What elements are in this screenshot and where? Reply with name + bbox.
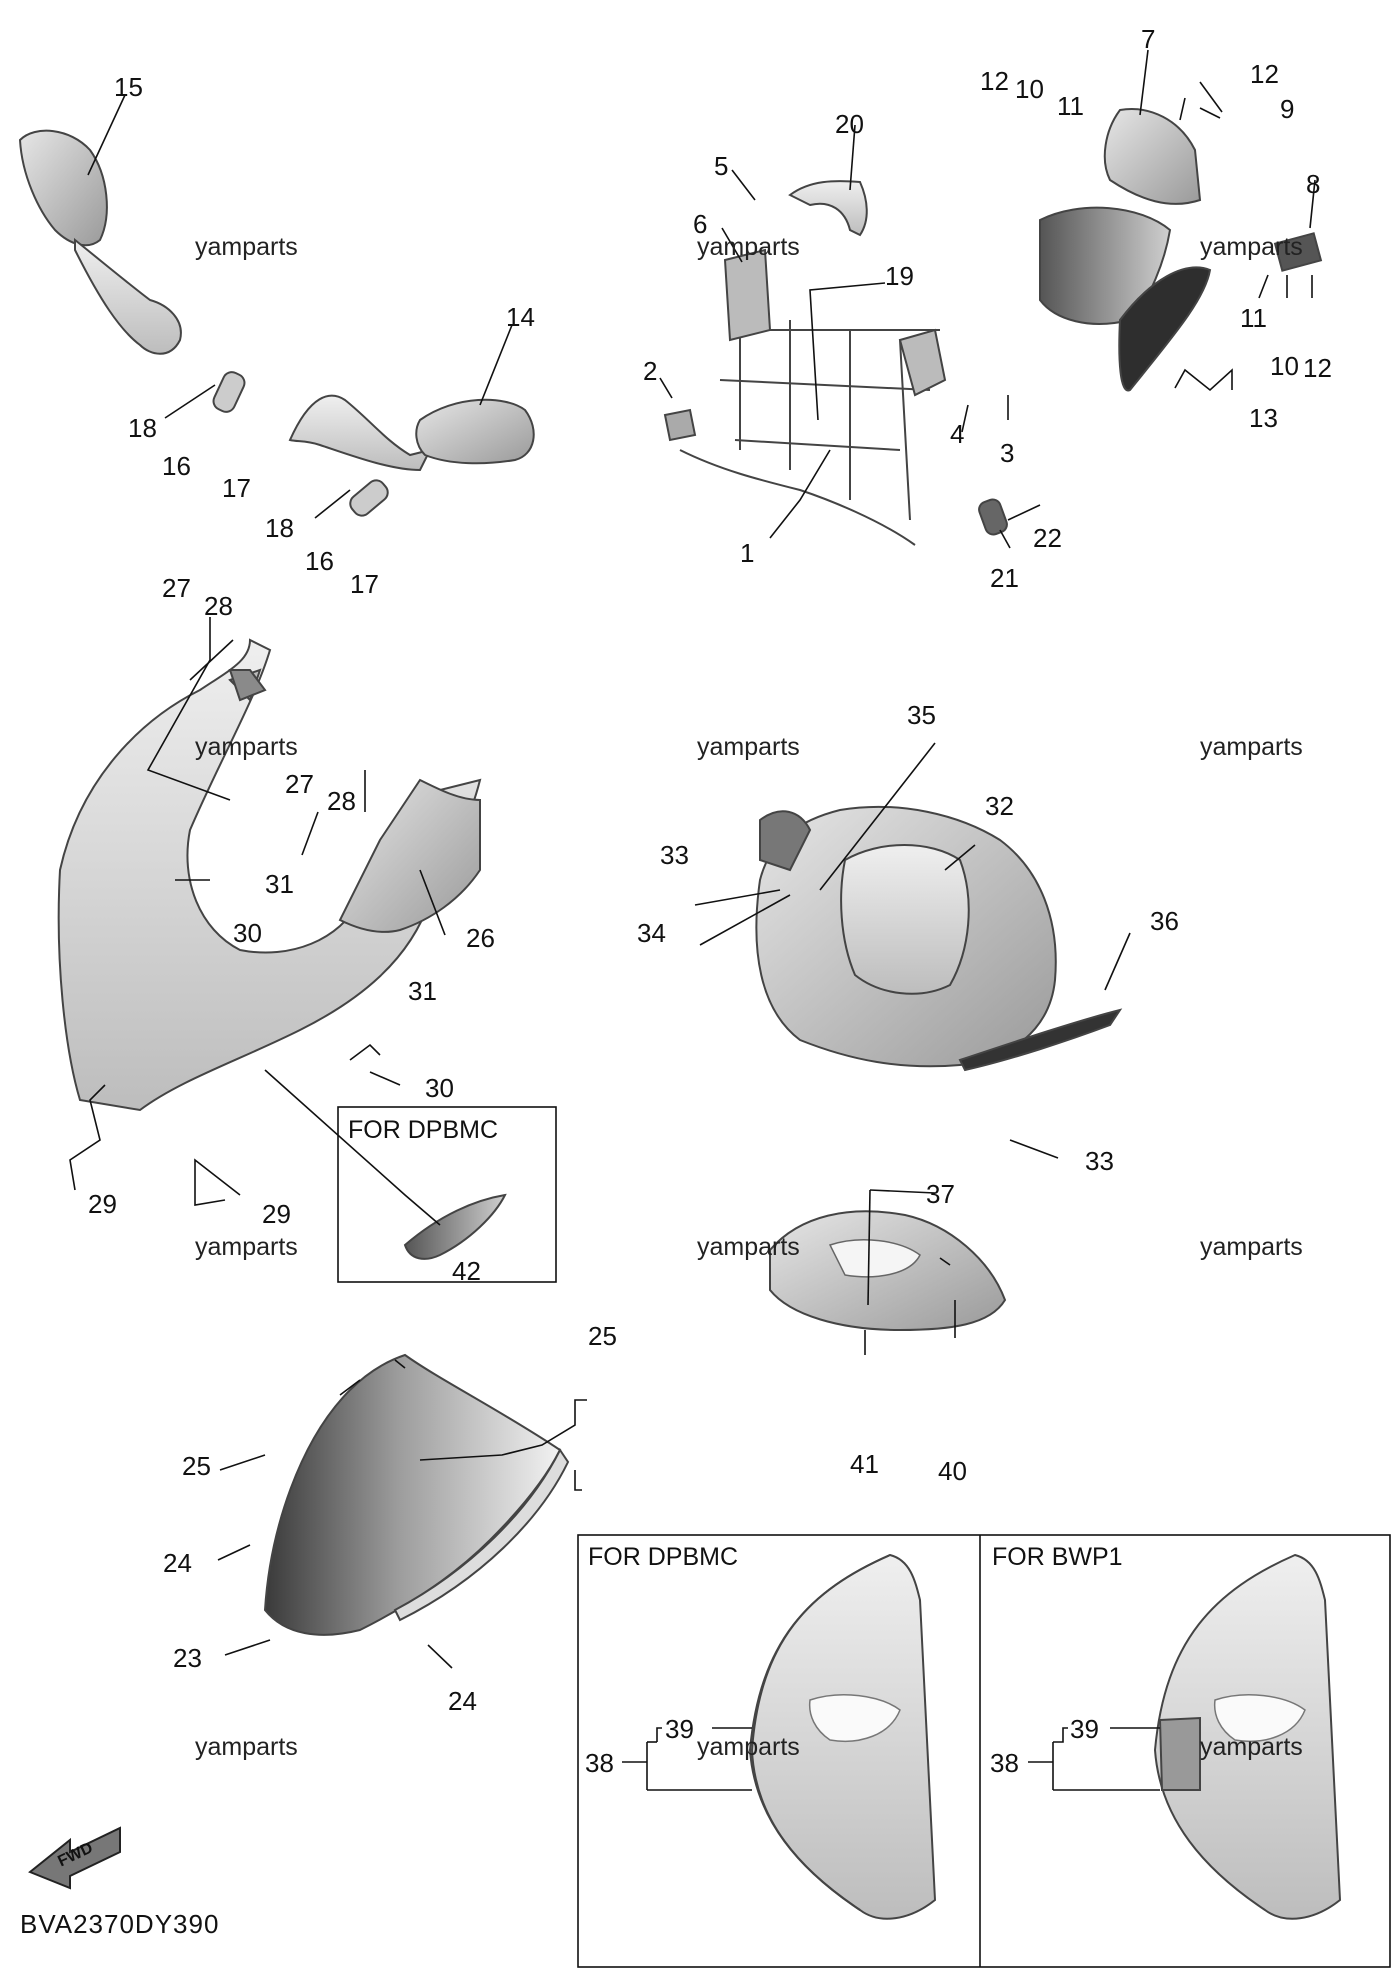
callout-12: 12 xyxy=(1250,59,1279,89)
callout-18: 18 xyxy=(128,413,157,443)
callout-19: 19 xyxy=(885,261,914,291)
callout-29: 29 xyxy=(88,1189,117,1219)
callout-16: 16 xyxy=(162,451,191,481)
watermark: yamparts xyxy=(697,1733,800,1761)
callout-9: 9 xyxy=(1280,94,1294,124)
inset-box-dpbmc-title: FOR DPBMC xyxy=(588,1543,738,1571)
lower-cover-cutout xyxy=(828,1239,921,1278)
callout-21: 21 xyxy=(990,563,1019,593)
callout-23: 23 xyxy=(173,1643,202,1673)
callout-4: 4 xyxy=(950,419,964,449)
callout-38: 38 xyxy=(585,1748,614,1778)
callout-28: 28 xyxy=(204,591,233,621)
callout-11: 11 xyxy=(1240,303,1267,333)
watermark: yamparts xyxy=(1200,1233,1303,1261)
callout-14: 14 xyxy=(506,302,535,332)
callout-42: 42 xyxy=(452,1256,481,1286)
callout-3: 3 xyxy=(1000,438,1014,468)
watermark: yamparts xyxy=(1200,733,1303,761)
callout-2: 2 xyxy=(643,356,657,386)
inset-box-dpbmc-42-title: FOR DPBMC xyxy=(348,1116,498,1144)
callout-24: 24 xyxy=(448,1686,477,1716)
callout-30: 30 xyxy=(425,1073,454,1103)
callout-17: 17 xyxy=(350,569,379,599)
callout-16: 16 xyxy=(305,546,334,576)
callout-10: 10 xyxy=(1270,351,1299,381)
callout-6: 6 xyxy=(693,209,707,239)
mirror-bracket-plate xyxy=(212,371,389,517)
callout-35: 35 xyxy=(907,700,936,730)
callout-25: 25 xyxy=(588,1321,617,1351)
diagram-code: BVA2370DY390 xyxy=(20,1909,219,1939)
watermark: yamparts xyxy=(195,233,298,261)
cowling-stay-bracket xyxy=(663,248,947,546)
callout-39: 39 xyxy=(1070,1714,1099,1744)
callout-11: 11 xyxy=(1057,91,1084,121)
watermark: yamparts xyxy=(1200,1733,1303,1761)
inner-panel-7 xyxy=(1039,108,1323,392)
leader-lines xyxy=(69,49,1316,1669)
watermark: yamparts xyxy=(697,733,800,761)
callout-20: 20 xyxy=(835,109,864,139)
watermark: yamparts xyxy=(195,1233,298,1261)
bracket-lines-bottom xyxy=(622,1727,1160,1791)
callout-28: 28 xyxy=(327,786,356,816)
damper-21 xyxy=(978,498,1008,536)
callout-17: 17 xyxy=(222,473,251,503)
callout-31: 31 xyxy=(265,869,294,899)
callout-26: 26 xyxy=(466,923,495,953)
callout-38: 38 xyxy=(990,1748,1019,1778)
callout-27: 27 xyxy=(285,769,314,799)
callout-8: 8 xyxy=(1306,169,1320,199)
inner-cowling-32 xyxy=(755,805,1123,1072)
callout-34: 34 xyxy=(637,918,666,948)
callout-31: 31 xyxy=(408,976,437,1006)
callout-15: 15 xyxy=(114,72,143,102)
watermark: yamparts xyxy=(697,1233,800,1261)
callout-12: 12 xyxy=(980,66,1009,96)
callout-36: 36 xyxy=(1150,906,1179,936)
windshield-23 xyxy=(263,1353,570,1636)
callout-30: 30 xyxy=(233,918,262,948)
watermark: yamparts xyxy=(697,233,800,261)
callout-39: 39 xyxy=(665,1714,694,1744)
upper-cowling-26 xyxy=(57,638,482,1112)
inset-box-under-cowls xyxy=(577,1534,1391,1968)
callout-7: 7 xyxy=(1141,24,1155,54)
watermark: yamparts xyxy=(1200,233,1303,261)
watermark: yamparts xyxy=(195,1733,298,1761)
callout-5: 5 xyxy=(714,151,728,181)
forward-direction-icon: FWD xyxy=(28,1826,121,1890)
rear-view-mirror-left xyxy=(18,129,182,355)
callout-29: 29 xyxy=(262,1199,291,1229)
callout-41: 41 xyxy=(850,1449,879,1479)
rear-view-mirror-right xyxy=(288,394,535,472)
callout-33: 33 xyxy=(660,840,689,870)
callout-1: 1 xyxy=(740,538,754,568)
callout-18: 18 xyxy=(265,513,294,543)
watermarks: yamparts yamparts yamparts yamparts yamp… xyxy=(195,233,1303,1761)
under-cowling-dpbmc xyxy=(748,1553,937,1920)
inset-box-dpbmc-42 xyxy=(337,1106,557,1283)
callout-25: 25 xyxy=(182,1451,211,1481)
callout-40: 40 xyxy=(938,1456,967,1486)
callout-32: 32 xyxy=(985,791,1014,821)
callout-27: 27 xyxy=(162,573,191,603)
callout-33: 33 xyxy=(1085,1146,1114,1176)
side-cover-42 xyxy=(403,1193,507,1260)
cowling-bracket-20 xyxy=(788,180,868,237)
callout-labels: 15 18 16 17 14 18 16 17 20 5 6 19 2 4 3 … xyxy=(88,24,1332,1778)
callout-10: 10 xyxy=(1015,74,1044,104)
callout-22: 22 xyxy=(1033,523,1062,553)
callout-12: 12 xyxy=(1303,353,1332,383)
callout-13: 13 xyxy=(1249,403,1278,433)
under-cowling-bwp1 xyxy=(1153,1553,1342,1920)
inset-box-bwp1-title: FOR BWP1 xyxy=(992,1543,1123,1571)
callout-37: 37 xyxy=(926,1179,955,1209)
watermark: yamparts xyxy=(195,733,298,761)
callout-24: 24 xyxy=(163,1548,192,1578)
